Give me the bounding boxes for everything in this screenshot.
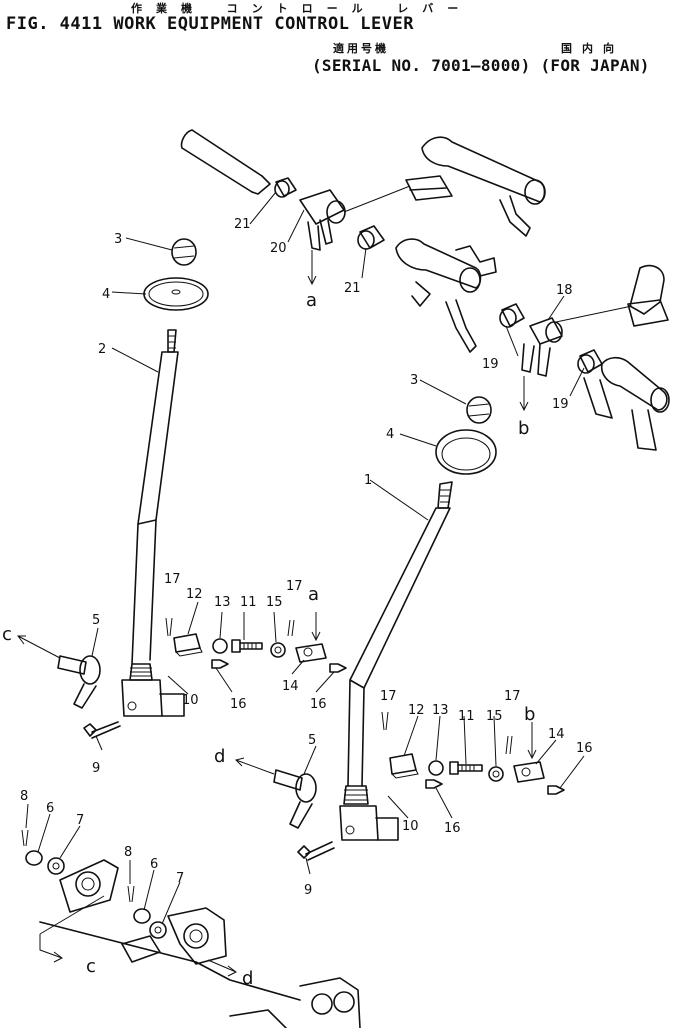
callout-17-a: 17 (164, 572, 181, 587)
nut-13-right (428, 760, 444, 776)
lever-18 (521, 317, 563, 377)
bushing-21-mid (357, 225, 385, 250)
japanese-region-label: 国内向 (561, 42, 624, 55)
callout-11-left: 11 (240, 595, 257, 610)
callout-15-right: 15 (486, 709, 503, 724)
callout-17-d: 17 (504, 689, 521, 704)
callout-7-right: 7 (176, 871, 184, 886)
callout-5-right: 5 (308, 733, 316, 748)
callout-20: 20 (270, 241, 287, 256)
callout-10-left: 10 (182, 693, 199, 708)
bushing-21-upper (274, 177, 297, 198)
letter-d-bottom: d (242, 968, 253, 989)
washers-7 (47, 857, 167, 939)
pins-16-right (425, 779, 565, 795)
bolt-11-left (231, 639, 263, 653)
callout-8-left: 8 (20, 789, 28, 804)
callout-8-right: 8 (124, 845, 132, 860)
nuts-6 (25, 850, 151, 924)
callout-3-right: 3 (410, 373, 418, 388)
callout-19-right: 19 (552, 397, 569, 412)
callout-16-b: 16 (310, 697, 327, 712)
callout-6-right: 6 (150, 857, 158, 872)
base-bracket (39, 859, 361, 1028)
callout-1: 1 (364, 473, 372, 488)
callout-15-left: 15 (266, 595, 283, 610)
callout-17-b: 17 (286, 579, 303, 594)
leader-lines (25, 191, 585, 935)
cotter-pins-17-right (381, 711, 513, 755)
lever-20 (299, 189, 346, 251)
callout-18: 18 (556, 283, 573, 298)
callout-19-left: 19 (482, 357, 499, 372)
japanese-serial-label: 適用号機 (333, 42, 389, 55)
lever-2 (121, 329, 185, 717)
right-shaft-bracket (583, 264, 670, 451)
reference-letters: a b a b c d c d (2, 290, 535, 989)
callout-10-right: 10 (402, 819, 419, 834)
bushing-19-right (577, 349, 603, 374)
callout-6-left: 6 (46, 801, 54, 816)
rod-end-5-right (273, 769, 317, 829)
block-12-right (389, 753, 419, 779)
letter-b-top: b (518, 418, 529, 439)
callout-21-mid: 21 (344, 281, 361, 296)
reference-arrows (17, 250, 537, 977)
letter-c-bottom: c (86, 956, 96, 977)
block-12-left (173, 633, 203, 657)
callout-5-left: 5 (92, 613, 100, 628)
boot-4-left (143, 277, 209, 311)
callout-4-right: 4 (386, 427, 394, 442)
washer-15-right (488, 766, 504, 782)
callout-2: 2 (98, 342, 106, 357)
letter-a-mid: a (308, 584, 319, 605)
washer-15-left (270, 642, 286, 658)
pins-16-left (211, 659, 347, 673)
callout-4-left: 4 (102, 287, 110, 302)
callout-14-left: 14 (282, 679, 299, 694)
bolt-9-left (83, 721, 121, 739)
callout-12-right: 12 (408, 703, 425, 718)
nut-13-left (212, 638, 228, 654)
callout-16-a: 16 (230, 697, 247, 712)
callout-21-upper: 21 (234, 217, 251, 232)
callout-9-right: 9 (304, 883, 312, 898)
cotter-pins-17-left (165, 617, 295, 637)
bolt-9-right (297, 841, 335, 861)
callout-14-right: 14 (548, 727, 565, 742)
bushing-19-left (499, 303, 525, 328)
cotter-pins-8 (21, 829, 135, 903)
clevis-14-right (513, 761, 545, 783)
serial-range-label: (SERIAL NO. 7001–8000) (FOR JAPAN) (312, 56, 650, 75)
middle-shaft-bracket (395, 238, 497, 353)
callout-16-d: 16 (576, 741, 593, 756)
knob-3-right (466, 396, 492, 424)
figure-title: FIG. 4411 WORK EQUIPMENT CONTROL LEVER (6, 14, 414, 34)
letter-c-left: c (2, 624, 12, 645)
callout-13-left: 13 (214, 595, 231, 610)
letter-a-top: a (306, 290, 317, 311)
upper-rod (180, 129, 271, 195)
boot-4-right (435, 429, 497, 475)
knob-3-left (171, 238, 197, 266)
letter-b-mid: b (524, 704, 535, 725)
upper-shaft-bracket (405, 136, 546, 237)
callout-16-c: 16 (444, 821, 461, 836)
callout-numbers: 21 20 21 3 4 2 18 19 19 3 4 1 17 17 12 1… (20, 217, 593, 898)
callout-11-right: 11 (458, 709, 475, 724)
callout-7-left: 7 (76, 813, 84, 828)
callout-17-c: 17 (380, 689, 397, 704)
bolt-11-right (449, 761, 483, 775)
letter-d-mid: d (214, 746, 225, 767)
callout-3-left: 3 (114, 232, 122, 247)
callout-9-left: 9 (92, 761, 100, 776)
lever-1 (339, 481, 453, 841)
japanese-subtitle: 作業機 コントロール レバー (131, 2, 473, 15)
clevis-14-left (295, 643, 327, 663)
callout-13-right: 13 (432, 703, 449, 718)
callout-12-left: 12 (186, 587, 203, 602)
rod-end-5-left (57, 655, 101, 709)
